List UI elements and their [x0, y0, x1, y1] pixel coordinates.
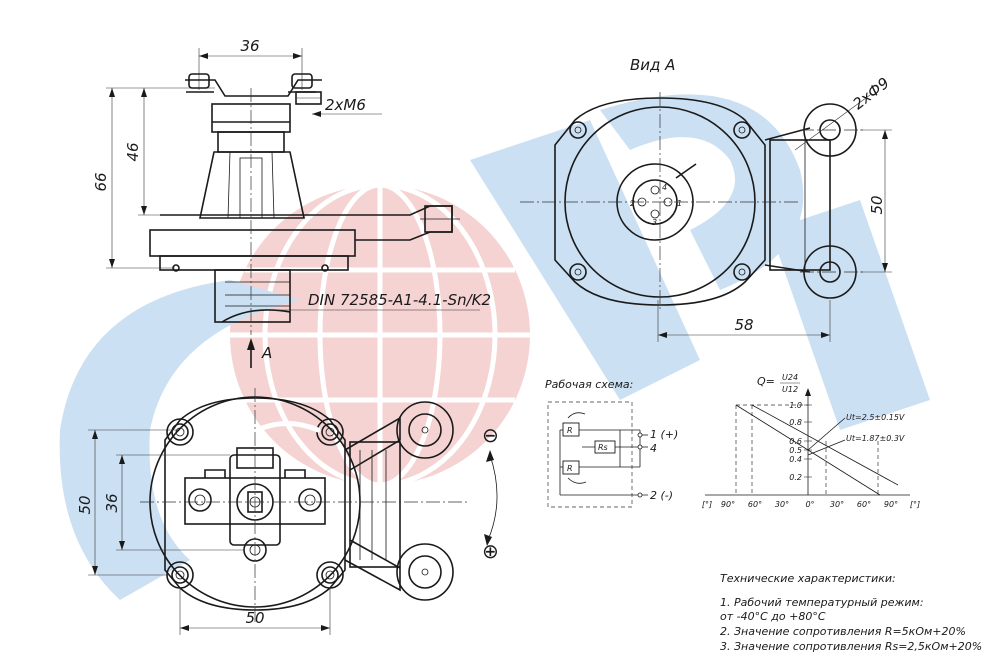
plus-symbol: ⊕ — [482, 539, 499, 563]
y-tick: 0.8 — [789, 418, 802, 427]
pin-4-label: 4 — [662, 183, 667, 192]
x-tick: 60° — [748, 500, 762, 509]
dim-58-horizontal: 58 — [734, 316, 753, 334]
minus-symbol: ⊖ — [482, 423, 499, 447]
wiring-schematic: Рабочая схема: R Rs R 1 (+) 4 2 (-) — [545, 378, 678, 508]
dim-50-outer: 50 — [76, 495, 94, 514]
curve-line-2 — [751, 404, 899, 486]
spec-item: от -40°C до +80°C — [720, 610, 826, 623]
x-tick: 30° — [775, 500, 789, 509]
pin-1-label: 1 — [677, 199, 682, 208]
view-arrow-label: A — [261, 344, 272, 362]
view-a-title: Вид A — [630, 56, 675, 74]
connector-label: DIN 72585-A1-4.1-Sn/K2 — [308, 291, 491, 309]
terminal-2: 2 (-) — [650, 489, 673, 502]
spec-item: 1. Рабочий температурный режим: — [720, 596, 924, 609]
x-ticks: 90° 60° 30° 0° 30° 60° 90° [°] [°] — [702, 500, 920, 509]
dim-36-label: 36 — [240, 37, 259, 55]
technical-specs: Технические характеристики: 1. Рабочий т… — [720, 572, 982, 653]
x-tick: 90° — [884, 500, 898, 509]
bottom-view: ⊖ ⊕ 50 36 50 — [76, 388, 499, 635]
resistor-rs: Rs — [598, 443, 608, 452]
terminal-4: 4 — [650, 442, 657, 455]
thread-label: 2xM6 — [325, 96, 366, 114]
schematic-title: Рабочая схема: — [545, 378, 633, 391]
x-unit-right: [°] — [910, 500, 920, 509]
dim-50-bottom: 50 — [245, 609, 264, 627]
side-view: 36 66 46 2xM6 — [92, 37, 491, 368]
x-tick: 30° — [830, 500, 844, 509]
dim-46-label: 46 — [124, 142, 142, 161]
specs-title: Технические характеристики: — [720, 572, 896, 585]
formula-lhs: Q= — [757, 375, 775, 388]
y-ticks: 1.0 0.8 0.6 0.5 0.4 0.2 — [789, 401, 812, 482]
dim-36-inner: 36 — [103, 493, 121, 512]
y-tick: 0.5 — [789, 446, 802, 455]
hole-label: 2xФ9 — [849, 74, 892, 113]
x-tick: 60° — [857, 500, 871, 509]
formula-numerator: U24 — [782, 373, 798, 382]
x-tick: 90° — [721, 500, 735, 509]
y-tick: 0.4 — [789, 455, 802, 464]
dim-66-label: 66 — [92, 172, 110, 191]
y-tick: 0.2 — [789, 473, 802, 482]
curve-1-label: Ut=2.5±0.15V — [846, 413, 905, 422]
x-unit-left: [°] — [702, 500, 712, 509]
formula-denominator: U12 — [782, 385, 798, 394]
spec-item: 3. Значение сопротивления Rs=2,5кОм+20% — [720, 640, 982, 653]
output-characteristic-graph: Q= U24 U12 1.0 0.8 0.6 0.5 0.4 0.2 — [702, 373, 920, 509]
spec-item: 2. Значение сопротивления R=5кОм+20% — [720, 625, 966, 638]
y-tick: 0.6 — [789, 437, 802, 446]
pin-3-label: 3 — [652, 218, 657, 227]
curve-2-label: Ut=1.87±0.3V — [846, 434, 905, 443]
dim-50-vertical: 50 — [868, 195, 886, 214]
resistor-r1: R — [567, 426, 573, 435]
pin-2-label: 2 — [630, 199, 635, 208]
x-tick: 0° — [805, 500, 814, 509]
terminal-1: 1 (+) — [650, 428, 678, 441]
resistor-r2: R — [567, 464, 573, 473]
y-tick: 1.0 — [789, 401, 802, 410]
